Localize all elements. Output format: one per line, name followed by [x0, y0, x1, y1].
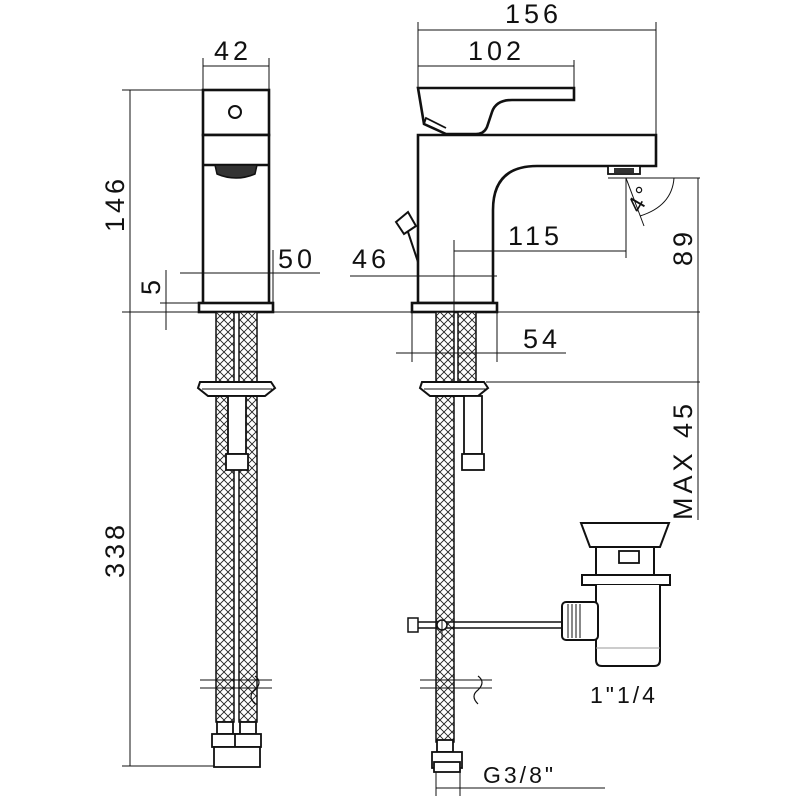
dim-waste-thread: 1"1/4 — [590, 682, 658, 708]
dim-hose-thread: G3/8" — [483, 762, 556, 788]
front-base-plate — [197, 301, 275, 314]
side-body-spout — [416, 133, 658, 305]
front-stud — [227, 395, 247, 455]
front-view — [196, 88, 277, 768]
side-hose-front — [457, 311, 477, 383]
front-fitting-right-nut — [234, 733, 262, 748]
front-stud-nut — [225, 453, 249, 471]
popup-rod-end — [407, 617, 419, 633]
dim-max-thickness: MAX 45 — [668, 400, 698, 520]
dim-front-height: 146 — [100, 175, 130, 232]
front-hose-right — [238, 311, 258, 723]
side-popup-knob — [394, 210, 418, 236]
dim-reach: 115 — [508, 221, 563, 251]
front-fitting-left-neck — [216, 721, 234, 735]
front-aerator — [214, 164, 258, 179]
side-fitting-neck — [436, 739, 454, 753]
front-lever-block — [201, 88, 271, 137]
waste-tail — [595, 585, 661, 667]
front-dimensions: 42 146 5 50 338 — [100, 36, 320, 767]
front-lever-hole — [228, 105, 242, 119]
dim-hole-diameter: 54 — [523, 324, 561, 354]
side-stud-nut — [461, 453, 485, 471]
dim-supply-height: 338 — [100, 521, 130, 578]
side-hose-back — [435, 311, 455, 743]
waste-collar — [581, 574, 671, 586]
waste-flange — [579, 522, 671, 548]
dim-lever-depth: 46 — [352, 244, 390, 274]
side-dimensions: 156 102 46 115 4° 89 54 MAX 45 1"1/4 — [350, 0, 700, 796]
side-lever — [416, 86, 576, 136]
side-stud — [463, 395, 483, 455]
dim-front-width: 42 — [214, 36, 252, 66]
dim-spout-height: 89 — [668, 228, 698, 266]
front-hose-left — [215, 311, 235, 723]
front-fitting-right-neck — [239, 721, 257, 735]
front-body — [201, 133, 271, 309]
dim-base-offset: 5 — [136, 276, 166, 295]
waste-slot — [618, 550, 640, 564]
dim-base-width: 50 — [278, 244, 316, 274]
dim-total-length: 156 — [505, 0, 562, 29]
dim-lever-length: 102 — [468, 36, 525, 66]
